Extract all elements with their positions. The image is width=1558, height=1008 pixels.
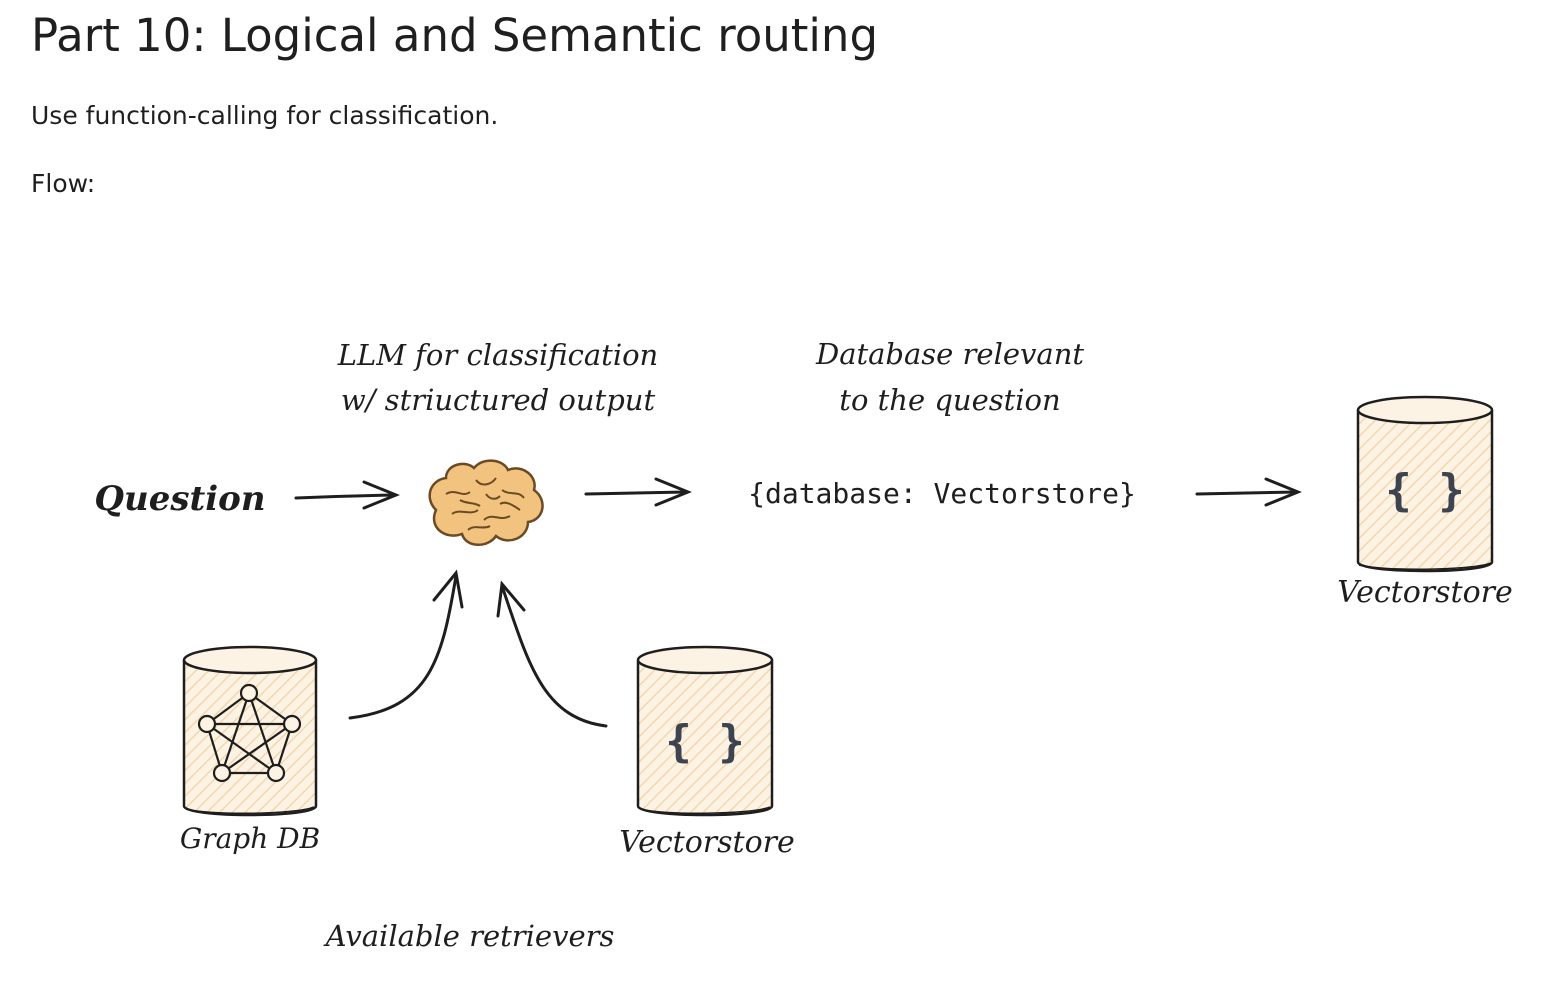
- arrow-llm-to-output: [584, 477, 692, 507]
- intro-text: Use function-calling for classification.: [31, 101, 499, 130]
- graph-network-icon: [197, 683, 302, 783]
- arrow-output-to-vectorstore: [1195, 477, 1302, 507]
- graph-db-label: Graph DB: [180, 822, 320, 855]
- retriever-braces-icon: { }: [665, 716, 744, 767]
- arrow-graphdb-to-llm: [348, 569, 464, 720]
- target-vectorstore-label: Vectorstore: [1337, 575, 1513, 610]
- arrow-vectorstore-to-llm: [496, 580, 608, 728]
- available-retrievers-caption: Available retrievers: [323, 919, 615, 953]
- arrow-question-to-llm: [294, 480, 400, 510]
- target-braces-icon: { }: [1385, 465, 1464, 516]
- db-note-line2: to the question: [839, 383, 1060, 417]
- db-note-line1: Database relevant: [815, 337, 1084, 371]
- structured-output-text: {database: Vectorstore}: [748, 477, 1136, 510]
- question-label: Question: [94, 479, 265, 519]
- flow-label: Flow:: [31, 169, 96, 198]
- retriever-vectorstore-label: Vectorstore: [619, 825, 795, 860]
- llm-note-line2: w/ striuctured output: [341, 383, 656, 417]
- page-title: Part 10: Logical and Semantic routing: [31, 9, 879, 62]
- brain-icon: [428, 459, 544, 546]
- retriever-vectorstore-cylinder: [636, 645, 774, 817]
- target-vectorstore-cylinder: [1356, 395, 1494, 573]
- llm-note-line1: LLM for classification: [337, 338, 659, 372]
